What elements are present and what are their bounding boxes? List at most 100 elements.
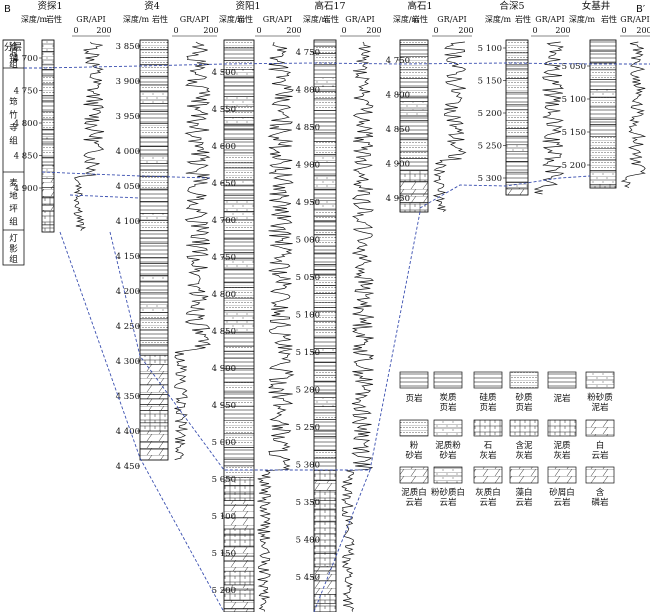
legend-swatch bbox=[547, 371, 577, 389]
legend-item-mudstone: 泥岩 bbox=[547, 371, 577, 404]
depth-tick: 5 250 bbox=[296, 423, 320, 433]
strata-name-2: 坪 bbox=[9, 205, 18, 215]
gr-min: 0 bbox=[73, 26, 78, 35]
depth-tick: 4 800 bbox=[14, 119, 38, 129]
gr-header: GR/API bbox=[180, 15, 209, 24]
depth-tick: 3 850 bbox=[116, 42, 140, 52]
legend-label: 砂屑白 bbox=[549, 487, 575, 498]
depth-tick: 5 200 bbox=[562, 161, 586, 171]
gr-header: GR/API bbox=[620, 15, 649, 24]
gr-max: 200 bbox=[366, 26, 381, 35]
gr-min: 0 bbox=[173, 26, 178, 35]
strata-name-1: 组 bbox=[9, 136, 18, 147]
depth-tick: 4 700 bbox=[14, 54, 38, 64]
lithology-header: 岩性 bbox=[323, 14, 339, 24]
legend-swatch bbox=[399, 371, 429, 389]
legend-label: 石 bbox=[484, 441, 493, 451]
legend-label: 炭质 bbox=[439, 392, 457, 403]
depth-tick: 5 150 bbox=[296, 348, 320, 358]
gr-header: GR/API bbox=[76, 15, 105, 24]
depth-tick: 5 050 bbox=[562, 62, 586, 72]
lithology-header: 岩性 bbox=[46, 14, 62, 24]
section-label-right: B′ bbox=[636, 4, 646, 15]
strata-name-2: 地 bbox=[9, 191, 18, 202]
depth-header: 深度/m bbox=[303, 14, 330, 24]
legend-swatch bbox=[433, 466, 463, 484]
gr-max: 200 bbox=[636, 26, 650, 35]
depth-tick: 4 850 bbox=[296, 123, 320, 133]
legend-swatch bbox=[399, 466, 429, 484]
section-label-left: B bbox=[4, 4, 11, 15]
depth-tick: 3 900 bbox=[116, 77, 140, 87]
lithology-header: 岩性 bbox=[412, 14, 428, 24]
depth-tick: 5 050 bbox=[296, 273, 320, 283]
strata-name-2: 组 bbox=[9, 217, 18, 228]
depth-tick: 5 100 bbox=[562, 95, 586, 105]
legend-label: 页岩 bbox=[439, 402, 457, 413]
legend-label: 粉 bbox=[410, 440, 419, 451]
gr-header: GR/API bbox=[345, 15, 374, 24]
legend-label: 云岩 bbox=[405, 497, 423, 508]
well-name: 资阳1 bbox=[235, 1, 260, 12]
depth-header: 深度/m bbox=[485, 14, 512, 24]
legend-label: 灰质白 bbox=[475, 487, 501, 498]
lithology-header: 岩性 bbox=[601, 14, 617, 24]
gr-min: 0 bbox=[532, 26, 537, 35]
legend-label: 云岩 bbox=[515, 497, 533, 508]
depth-tick: 4 300 bbox=[116, 357, 140, 367]
depth-tick: 4 200 bbox=[116, 287, 140, 297]
depth-header: 深度/m bbox=[123, 14, 150, 24]
legend-swatch bbox=[585, 371, 615, 389]
depth-tick: 4 750 bbox=[14, 87, 38, 97]
lithology-column bbox=[399, 39, 429, 213]
correlation-line bbox=[109, 211, 421, 471]
legend-swatch bbox=[547, 466, 577, 484]
strata-name-0: 沧 bbox=[9, 41, 18, 52]
legend-label: 含泥 bbox=[515, 440, 533, 451]
strata-name-0: 浪 bbox=[9, 47, 18, 58]
legend-label: 硅质 bbox=[479, 392, 497, 403]
depth-tick: 4 950 bbox=[296, 198, 320, 208]
depth-tick: 4 100 bbox=[116, 217, 140, 227]
legend-swatch bbox=[433, 419, 463, 437]
depth-tick: 4 850 bbox=[386, 125, 410, 135]
legend-label: 粉砂质 bbox=[587, 392, 613, 403]
legend-label: 砂质 bbox=[515, 392, 533, 403]
depth-tick: 5 150 bbox=[478, 77, 502, 87]
well-name: 合深5 bbox=[499, 0, 524, 12]
legend-swatch bbox=[473, 419, 503, 437]
lithology-column bbox=[313, 39, 337, 612]
legend-label: 云岩 bbox=[591, 450, 609, 461]
gr-max: 200 bbox=[96, 26, 111, 35]
well-name: 高石1 bbox=[407, 0, 432, 12]
legend-item-phos: 含磷岩 bbox=[585, 466, 615, 508]
legend-label: 泥质粉 bbox=[435, 440, 461, 451]
depth-tick: 4 750 bbox=[386, 56, 410, 66]
depth-tick: 4 000 bbox=[116, 147, 140, 157]
legend-label: 含 bbox=[596, 487, 605, 498]
legend-swatch bbox=[473, 371, 503, 389]
legend-label: 页岩 bbox=[479, 402, 497, 413]
depth-header: 深度/m bbox=[219, 14, 246, 24]
depth-tick: 5 150 bbox=[562, 128, 586, 138]
depth-tick: 4 900 bbox=[14, 184, 38, 194]
depth-tick: 5 200 bbox=[296, 386, 320, 396]
depth-tick: 4 800 bbox=[296, 86, 320, 96]
depth-tick: 5 300 bbox=[296, 461, 320, 471]
lithology-header: 岩性 bbox=[237, 14, 253, 24]
